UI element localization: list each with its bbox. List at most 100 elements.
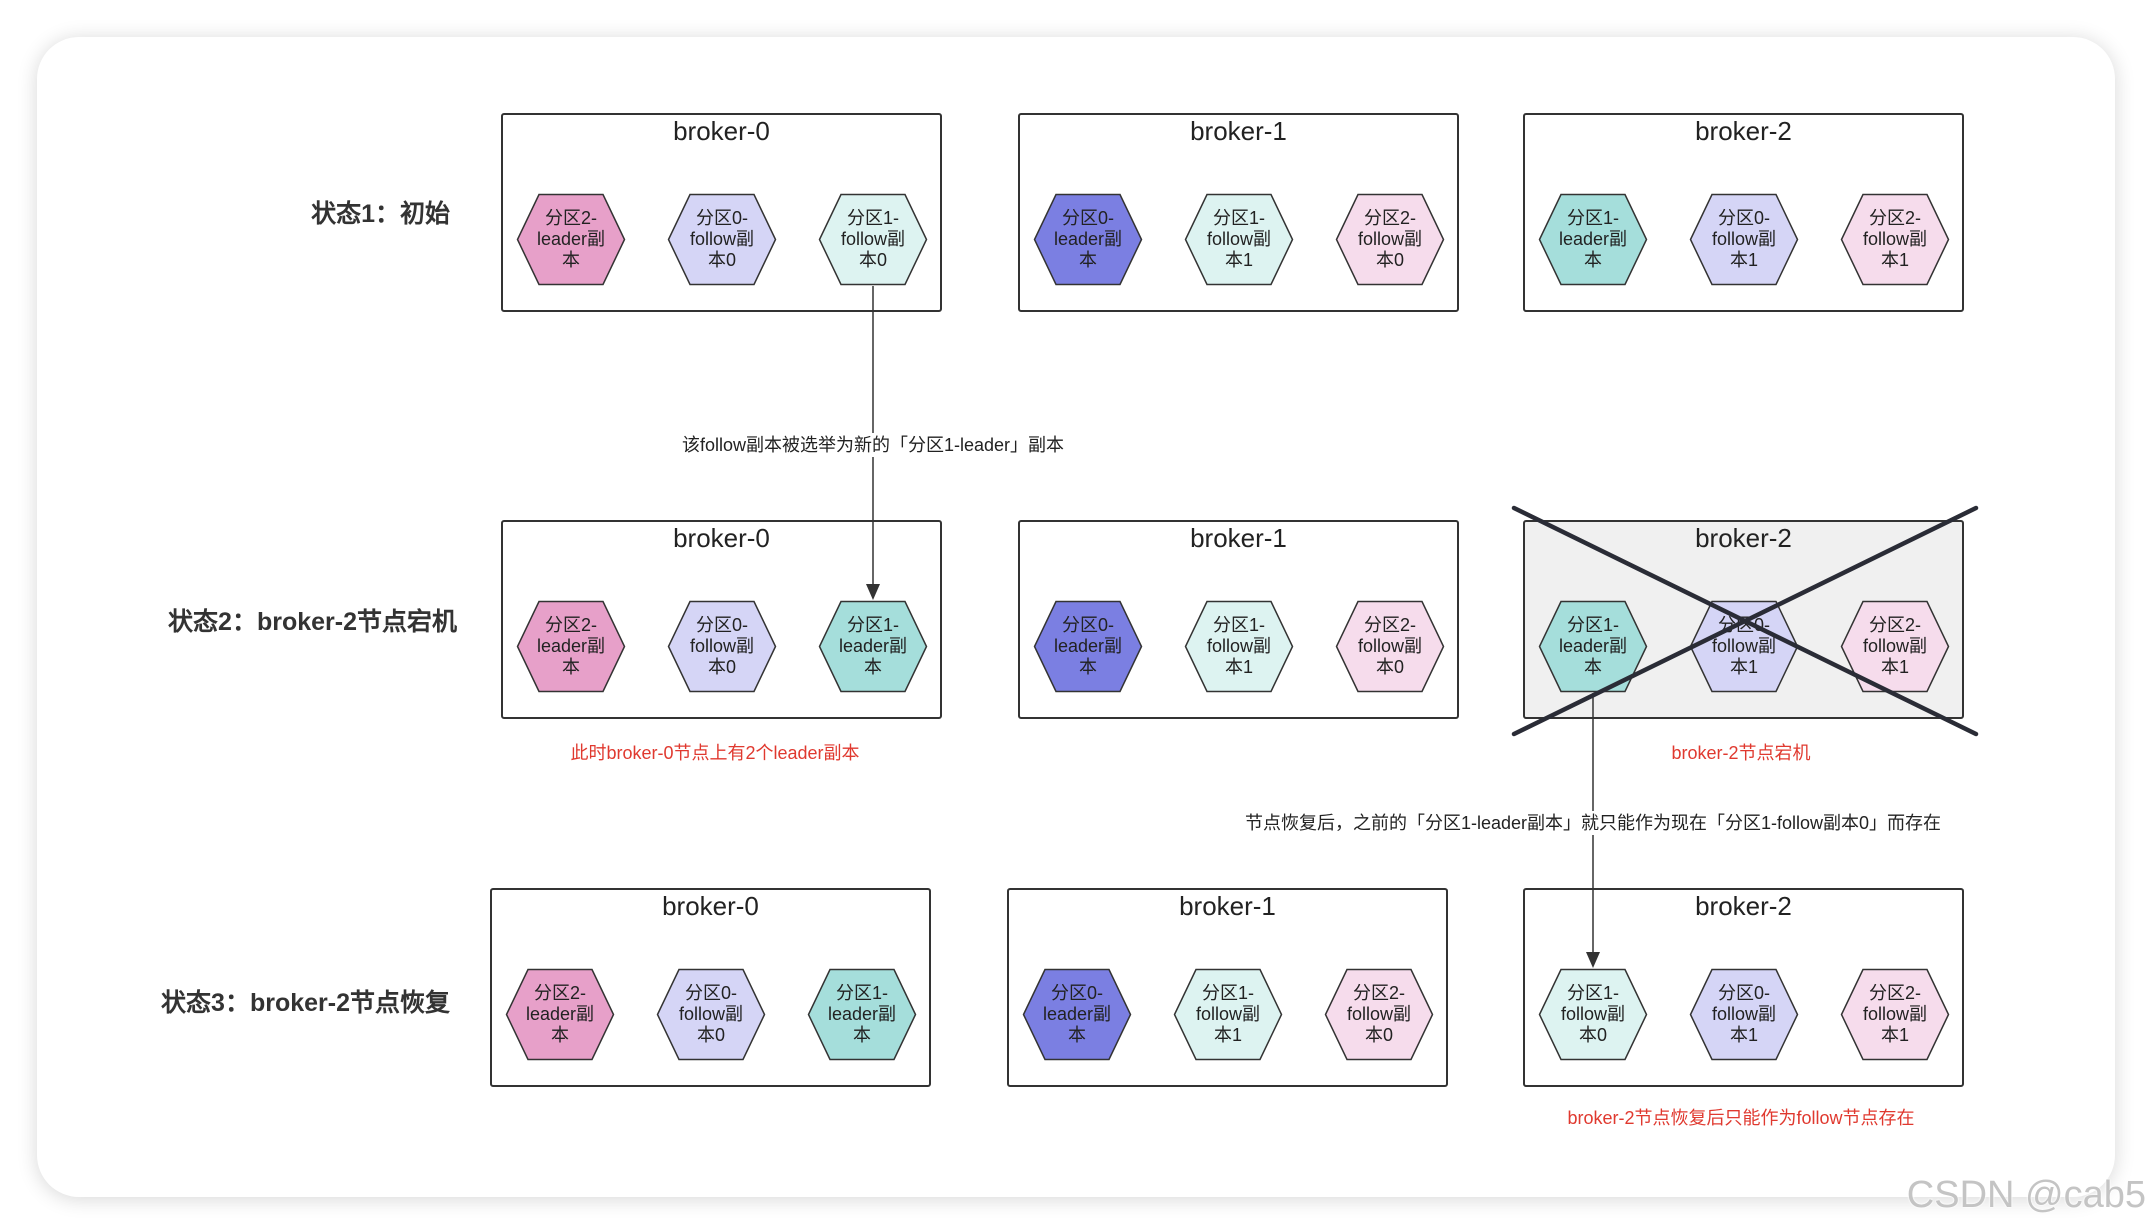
replica-label-line: follow副 <box>689 229 755 249</box>
hexagon-outline <box>1033 600 1143 693</box>
replica-label: 分区2-follow副本0 <box>1335 600 1445 693</box>
replica-label-line: 本 <box>1068 1025 1086 1045</box>
state3-broker2-note: broker-2节点恢复后只能作为follow节点存在 <box>1567 1108 1915 1128</box>
replica-label: 分区1-follow副本0 <box>818 193 928 286</box>
replica-hexagon: 分区2-follow副本0 <box>1335 193 1445 286</box>
hexagon-shape <box>1538 968 1648 1061</box>
replica-label: 分区2-follow副本1 <box>1840 193 1950 286</box>
hexagon-shape <box>505 968 615 1061</box>
broker-title: broker-2 <box>1695 116 1792 146</box>
replica-label-line: 本 <box>562 250 580 270</box>
hexagon-shape <box>1184 600 1294 693</box>
hexagon-outline <box>1033 193 1143 286</box>
replica-label: 分区1-leader副本 <box>807 968 917 1061</box>
broker-title: broker-2 <box>1695 891 1792 921</box>
replica-label-line: 分区0- <box>1717 208 1770 228</box>
broker-title: broker-0 <box>673 523 770 553</box>
hexagon-shape <box>1538 193 1648 286</box>
replica-label: 分区2-follow副本1 <box>1840 968 1950 1061</box>
replica-hexagon: 分区0-follow副本1 <box>1689 600 1799 693</box>
hexagon-outline <box>818 600 928 693</box>
hexagon-shape <box>818 600 928 693</box>
replica-label: 分区0-follow副本1 <box>1689 193 1799 286</box>
hexagon-outline <box>505 968 615 1061</box>
replica-label-line: follow副 <box>840 229 906 249</box>
replica-label-line: 本1 <box>1729 1025 1758 1045</box>
hexagon-shape <box>516 193 626 286</box>
hexagon-shape <box>1033 193 1143 286</box>
replica-label-line: 分区1- <box>846 208 899 228</box>
replica-label-line: 本 <box>562 657 580 677</box>
replica-hexagon: 分区2-leader副本 <box>516 600 626 693</box>
replica-label-line: 分区0- <box>695 615 748 635</box>
replica-label-line: 分区1- <box>1566 983 1619 1003</box>
hexagon-outline <box>1840 193 1950 286</box>
replica-label: 分区0-leader副本 <box>1022 968 1132 1061</box>
hexagon-shape <box>667 600 777 693</box>
replica-label-line: follow副 <box>1711 636 1777 656</box>
replica-label: 分区0-follow副本0 <box>656 968 766 1061</box>
broker-title: broker-1 <box>1190 523 1287 553</box>
replica-label: 分区1-follow副本1 <box>1184 600 1294 693</box>
replica-label-line: 本0 <box>1375 250 1404 270</box>
replica-label: 分区2-leader副本 <box>505 968 615 1061</box>
replica-hexagon: 分区2-follow副本0 <box>1335 600 1445 693</box>
replica-label: 分区1-leader副本 <box>818 600 928 693</box>
hexagon-shape <box>807 968 917 1061</box>
replica-hexagon: 分区2-follow副本1 <box>1840 193 1950 286</box>
replica-label-line: 分区1- <box>1566 208 1619 228</box>
hexagon-outline <box>1840 968 1950 1061</box>
replica-hexagon: 分区1-follow副本1 <box>1184 193 1294 286</box>
replica-label-line: leader副 <box>1053 229 1123 249</box>
replica-label-line: 分区2- <box>533 983 586 1003</box>
hexagon-shape <box>1335 193 1445 286</box>
replica-label-line: leader副 <box>525 1004 595 1024</box>
replica-hexagon: 分区0-follow副本0 <box>667 600 777 693</box>
replica-label-line: 本 <box>1584 657 1602 677</box>
replica-label-line: 分区2- <box>1868 983 1921 1003</box>
replica-label-line: follow副 <box>1711 1004 1777 1024</box>
replica-label-line: follow副 <box>1357 636 1423 656</box>
hexagon-outline <box>1173 968 1283 1061</box>
replica-label-line: 分区2- <box>1363 615 1416 635</box>
replica-label: 分区0-follow副本0 <box>667 600 777 693</box>
replica-label-line: 分区0- <box>1717 983 1770 1003</box>
replica-label: 分区2-follow副本0 <box>1335 193 1445 286</box>
replica-label-line: 分区2- <box>544 208 597 228</box>
replica-hexagon: 分区2-leader副本 <box>516 193 626 286</box>
replica-label-line: follow副 <box>1206 229 1272 249</box>
replica-label-line: 本0 <box>707 250 736 270</box>
replica-label: 分区1-follow副本1 <box>1184 193 1294 286</box>
hexagon-shape <box>656 968 766 1061</box>
replica-label: 分区0-follow副本1 <box>1689 600 1799 693</box>
replica-label: 分区1-leader副本 <box>1538 193 1648 286</box>
replica-label-line: leader副 <box>1053 636 1123 656</box>
replica-hexagon: 分区2-leader副本 <box>505 968 615 1061</box>
hexagon-shape <box>667 193 777 286</box>
replica-label: 分区0-follow副本1 <box>1689 968 1799 1061</box>
broker-title: broker-0 <box>673 116 770 146</box>
replica-label-line: 分区0- <box>1717 615 1770 635</box>
replica-label-line: 分区1- <box>835 983 888 1003</box>
replica-label-line: 分区1- <box>1212 208 1265 228</box>
replica-hexagon: 分区2-follow副本0 <box>1324 968 1434 1061</box>
replica-label-line: 本 <box>1079 657 1097 677</box>
state2-broker-2-box-down: broker-2 分区1-leader副本 分区0-follow副本1 分区2-… <box>1523 520 1964 719</box>
hexagon-shape <box>516 600 626 693</box>
hexagon-shape <box>1033 600 1143 693</box>
recovery-arrow-label: 节点恢复后，之前的「分区1-leader副本」就只能作为现在「分区1-follo… <box>1240 811 1946 835</box>
broker-title: broker-2 <box>1695 523 1792 553</box>
hexagon-shape <box>1689 193 1799 286</box>
replica-label-line: follow副 <box>689 636 755 656</box>
hexagon-shape <box>1840 193 1950 286</box>
state1-broker-1-box: broker-1 分区0-leader副本 分区1-follow副本1 分区2-… <box>1018 113 1459 312</box>
state-3-label: 状态3：broker-2节点恢复 <box>161 989 450 1017</box>
replica-label-line: 本1 <box>1880 1025 1909 1045</box>
replica-label-line: follow副 <box>1357 229 1423 249</box>
hexagon-outline <box>1022 968 1132 1061</box>
replica-hexagon: 分区0-follow副本0 <box>667 193 777 286</box>
replica-label-line: 分区2- <box>1352 983 1405 1003</box>
replica-label-line: leader副 <box>536 636 606 656</box>
state3-broker-0-box: broker-0 分区2-leader副本 分区0-follow副本0 分区1-… <box>490 888 931 1087</box>
replica-hexagon: 分区0-follow副本0 <box>656 968 766 1061</box>
